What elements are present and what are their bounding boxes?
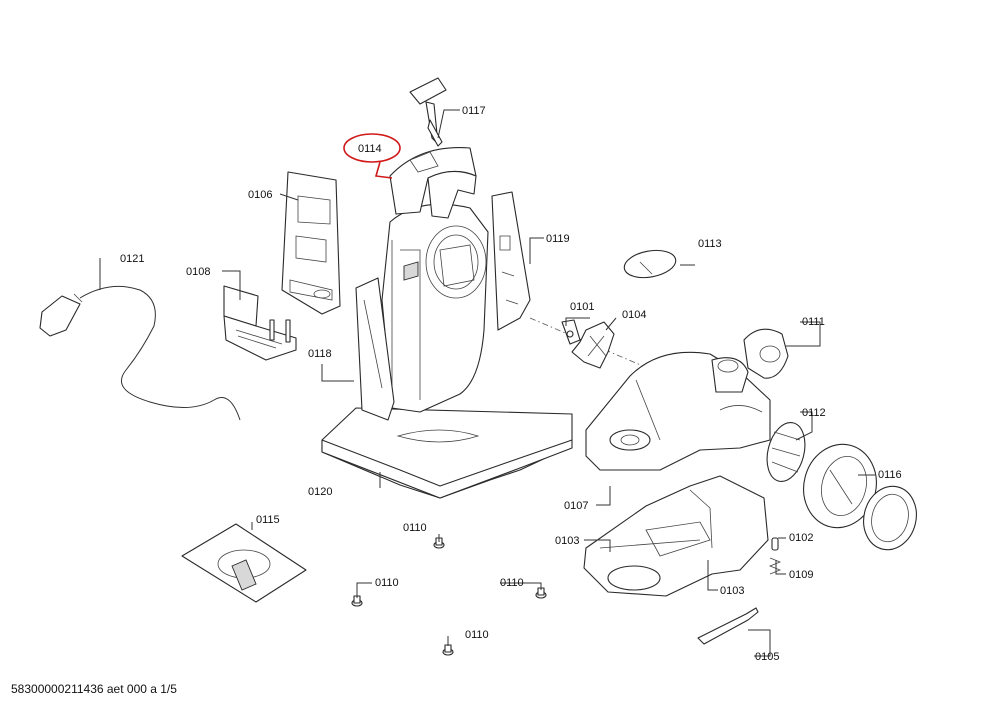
label-0102: 0102 bbox=[789, 532, 813, 544]
part-0107-motor-head bbox=[585, 351, 771, 471]
part-0103-lower-housing bbox=[583, 475, 769, 597]
leader-lines bbox=[99, 109, 875, 657]
part-0105-wire-clip bbox=[697, 607, 759, 645]
highlight-leader bbox=[374, 161, 393, 179]
highlight-ring bbox=[343, 133, 401, 163]
part-0120-base bbox=[321, 407, 573, 499]
label-0103-a: 0103 bbox=[555, 535, 579, 547]
part-0121-power-cord bbox=[39, 285, 241, 421]
label-0110-d: 0110 bbox=[465, 629, 489, 641]
part-0110-feet bbox=[351, 537, 547, 656]
document-code: 58300000211436 aet 000 a 1/5 bbox=[11, 682, 177, 696]
part-labels: 0117 0114 0106 0119 0113 0121 0108 0101 … bbox=[120, 105, 902, 663]
part-0119-strip bbox=[491, 191, 531, 331]
part-0113-disc bbox=[623, 249, 677, 279]
label-0106: 0106 bbox=[248, 189, 272, 201]
part-0109-spring bbox=[768, 557, 782, 575]
label-0107: 0107 bbox=[564, 500, 588, 512]
label-0110-b: 0110 bbox=[375, 577, 399, 589]
label-0109: 0109 bbox=[789, 569, 813, 581]
part-0117-clip bbox=[409, 77, 447, 147]
part-0106-back-panel bbox=[281, 171, 341, 315]
label-0105: 0105 bbox=[755, 651, 779, 663]
label-0121: 0121 bbox=[120, 253, 144, 265]
part-0114-top-cover bbox=[389, 147, 477, 219]
label-0114: 0114 bbox=[358, 143, 382, 155]
label-0103-b: 0103 bbox=[720, 585, 744, 597]
highlight-0114 bbox=[343, 133, 401, 179]
label-0101: 0101 bbox=[570, 301, 594, 313]
label-0118: 0118 bbox=[308, 348, 332, 360]
part-0101-shaft bbox=[561, 319, 581, 345]
label-0113: 0113 bbox=[698, 238, 722, 250]
label-0116: 0116 bbox=[878, 469, 902, 481]
part-0115-base-tray bbox=[181, 523, 307, 603]
part-0102-screw bbox=[771, 537, 779, 551]
label-0119: 0119 bbox=[546, 233, 570, 245]
label-0115: 0115 bbox=[256, 514, 280, 526]
label-0110-a: 0110 bbox=[403, 522, 427, 534]
part-column-housing bbox=[381, 203, 489, 413]
label-0120: 0120 bbox=[308, 486, 332, 498]
part-0116-cover bbox=[803, 443, 917, 551]
part-0108-bracket bbox=[223, 285, 297, 361]
label-0110-c: 0110 bbox=[500, 577, 524, 589]
part-0112-gear bbox=[766, 422, 806, 482]
label-0112: 0112 bbox=[802, 407, 826, 419]
part-0111-ring bbox=[743, 328, 789, 379]
label-0117: 0117 bbox=[462, 105, 486, 117]
label-0104: 0104 bbox=[622, 309, 646, 321]
label-0111: 0111 bbox=[802, 316, 825, 328]
label-0108: 0108 bbox=[186, 266, 210, 278]
part-0104-cross bbox=[571, 321, 615, 369]
part-0118-side-panel bbox=[355, 277, 395, 421]
